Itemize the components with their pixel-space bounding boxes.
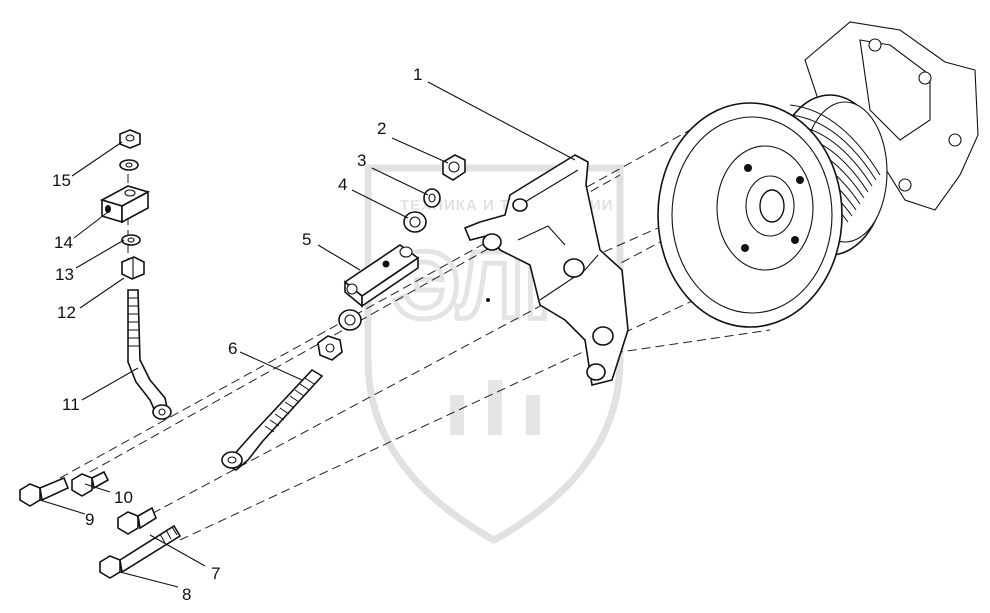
callout-2: 2 [377, 119, 386, 138]
part-6-tube [221, 368, 324, 471]
callout-13: 13 [55, 265, 74, 284]
callout-10: 10 [114, 488, 133, 507]
washer-and-nut-on-stud [317, 309, 362, 361]
pulley-fan-drive-assembly [657, 21, 979, 328]
callout-12: 12 [57, 303, 76, 322]
part-12-nut [121, 256, 145, 280]
callout-7: 7 [211, 564, 220, 583]
callout-8: 8 [182, 585, 191, 604]
part-5-spacer-block [343, 244, 420, 308]
callout-5: 5 [302, 230, 311, 249]
part-1-bracket [463, 154, 629, 386]
part-15-nut-and-washer [119, 129, 141, 171]
part-14-block [99, 185, 151, 224]
callout-15: 15 [52, 171, 71, 190]
callout-9: 9 [85, 510, 94, 529]
part-4-washer [403, 211, 427, 233]
part-2-nut [442, 154, 466, 181]
part-3-washer [423, 188, 441, 208]
leader-lines [39, 81, 576, 588]
callout-labels: 1 2 3 4 5 6 7 8 9 10 11 12 13 14 15 [52, 65, 422, 604]
part-7-bolt [117, 506, 157, 535]
callout-11: 11 [62, 395, 80, 414]
callout-3: 3 [357, 151, 366, 170]
part-13-washer [121, 234, 141, 246]
watermark-wheat-emblem [450, 380, 540, 435]
part-8-long-bolt [99, 524, 182, 579]
part-11-bent-stud [127, 289, 172, 420]
callout-14: 14 [54, 233, 73, 252]
part-10-bolt [71, 470, 110, 497]
callout-6: 6 [228, 339, 237, 358]
callout-1: 1 [413, 65, 422, 84]
callout-4: 4 [338, 175, 347, 194]
part-9-bolt [19, 476, 70, 507]
